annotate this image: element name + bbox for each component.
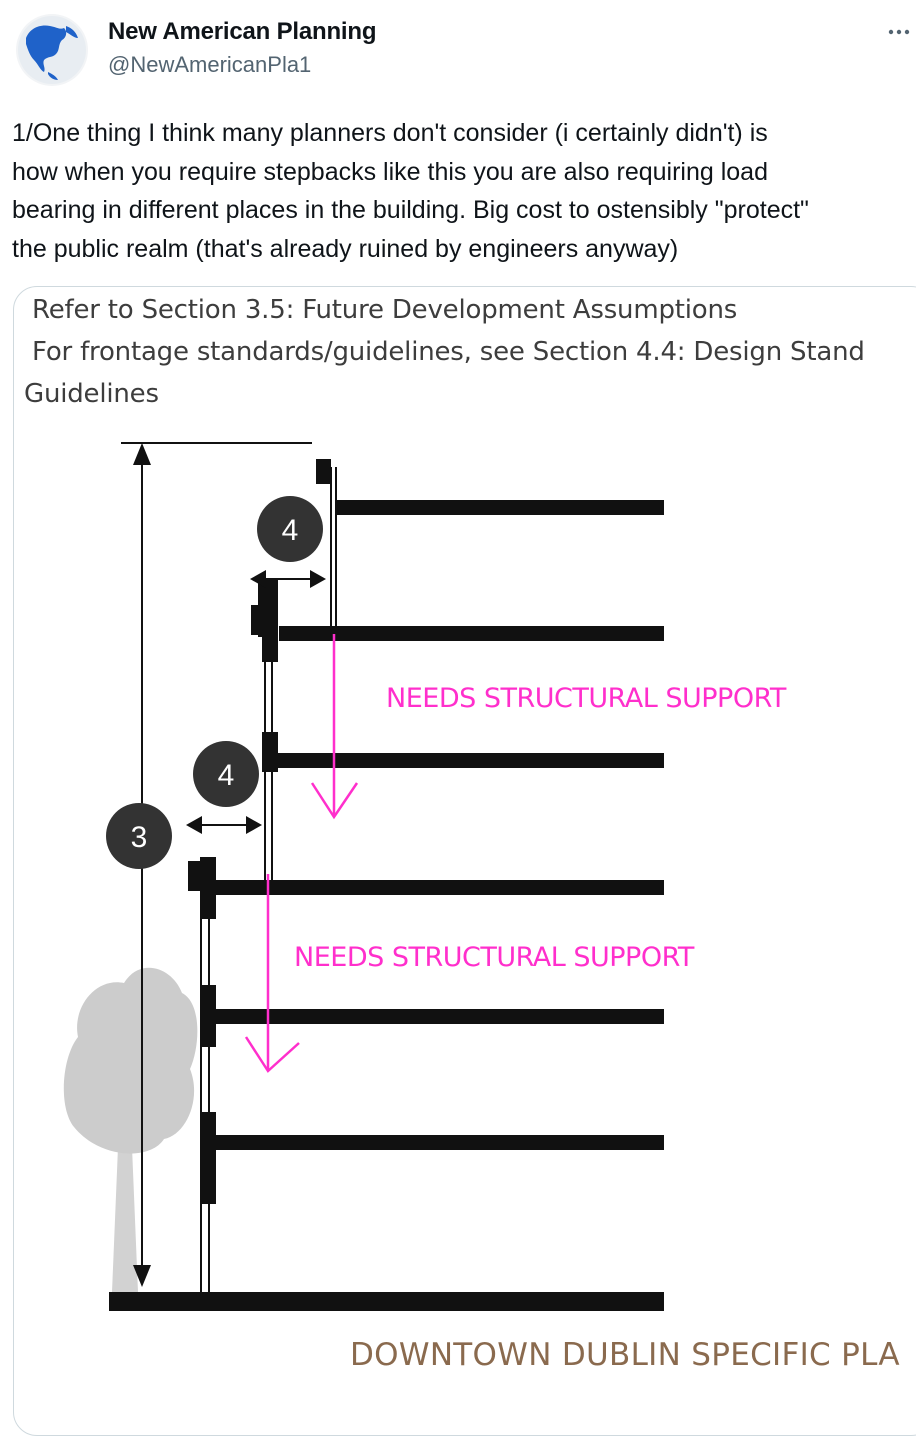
structural-support-label: NEEDS STRUCTURAL SUPPORT	[386, 683, 787, 714]
author-avatar[interactable]	[16, 14, 88, 86]
load-arrow	[244, 874, 300, 1073]
setback-arrows	[186, 570, 326, 834]
svg-text:3: 3	[131, 821, 148, 854]
plan-title-footer: DOWNTOWN DUBLIN SPECIFIC PLA	[350, 1337, 900, 1373]
stepback-section-diagram: 4 4 3 NEEDS STRUCTURAL SUPPORT NEEDS STR…	[63, 442, 787, 1311]
ground-line	[109, 1292, 664, 1311]
doc-header-line: Guidelines	[24, 379, 159, 409]
svg-text:4: 4	[218, 759, 235, 792]
tweet-text-line: the public realm (that's already ruined …	[12, 234, 679, 263]
globe-north-america-icon	[18, 16, 86, 84]
structural-support-label: NEEDS STRUCTURAL SUPPORT	[294, 942, 695, 973]
tweet-text-line: 1/One thing I think many planners don't …	[12, 119, 768, 147]
height-badge: 3	[106, 803, 172, 869]
svg-text:4: 4	[282, 514, 299, 547]
floor-plates	[207, 500, 664, 1150]
tweet-text: 1/One thing I think many planners don't …	[12, 114, 908, 268]
doc-header-line: For frontage standards/guidelines, see S…	[32, 337, 865, 367]
more-dots-icon	[888, 29, 910, 35]
setback-badge: 4	[193, 741, 259, 807]
load-arrow	[310, 634, 359, 820]
doc-header-line: Refer to Section 3.5: Future Development…	[32, 295, 738, 325]
tree-icon	[63, 967, 198, 1292]
author-handle[interactable]: @NewAmericanPla1	[108, 52, 312, 77]
facade-walls	[188, 459, 337, 1292]
tweet-text-line: how when you require stepbacks like this…	[12, 157, 768, 186]
tweet-media-image[interactable]: Refer to Section 3.5: Future Development…	[13, 286, 916, 1436]
author-name[interactable]: New American Planning	[108, 18, 377, 45]
more-options-button[interactable]	[884, 18, 914, 46]
setback-badge: 4	[257, 496, 323, 562]
tweet-text-line: bearing in different places in the build…	[12, 196, 809, 224]
